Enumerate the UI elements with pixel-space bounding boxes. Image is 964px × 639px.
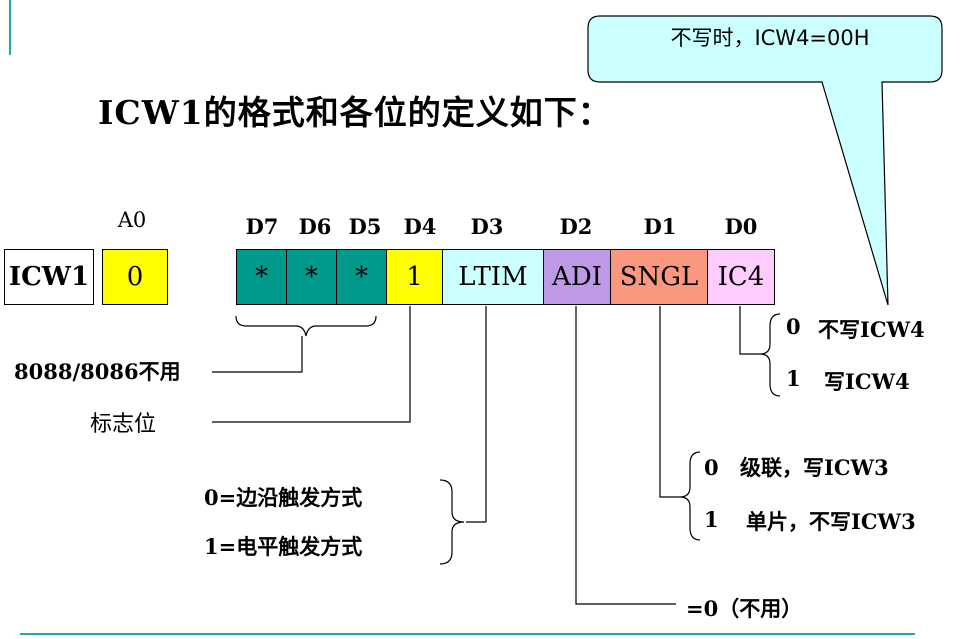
register-name-box: ICW1 [4,249,94,305]
note-sngl-0-text: 级联，写ICW3 [740,455,889,480]
note-sngl-0-bit: 0 [704,455,719,480]
callout-bubble [587,15,943,306]
bit-cell-d1: SNGL [610,249,708,305]
bit-value-d0: IC4 [717,262,765,292]
bit-header-d3: D3 [470,214,504,239]
bit-value-d1: SNGL [619,262,699,292]
bit-header-d2: D2 [559,214,593,239]
ic4-leader [739,306,760,355]
adi-leader [575,306,676,605]
ic4-brace [759,313,781,397]
note-ic4-1-text: 写ICW4 [824,369,910,394]
bit-header-d0: D0 [724,214,758,239]
bit-cell-d2: ADI [543,249,611,305]
bit-value-d3: LTIM [458,262,528,292]
bit-value-d4: 1 [406,262,423,292]
bit-header-d4: D4 [403,214,437,239]
note-d4: 标志位 [90,412,157,437]
ltim-brace [439,479,465,565]
page-title: ICW1的格式和各位的定义如下： [98,93,612,132]
note-ic4-0-bit: 0 [786,314,801,339]
note-ltim-0: 0=边沿触发方式 [204,485,363,510]
register-name: ICW1 [8,262,90,292]
callout-text: 不写时，ICW4=00H [600,22,940,52]
bit-cell-d0: IC4 [707,249,775,305]
bit-cell-d3: LTIM [442,249,544,305]
note-ic4-1-bit: 1 [786,366,801,391]
d7-d5-leader [212,336,303,373]
bit-cell-d5: * [336,249,387,305]
bit-value-d7: * [255,262,268,292]
note-sngl-1-text: 单片，不写ICW3 [746,509,916,534]
a0-value-box: 0 [102,249,168,305]
d4-leader [212,306,411,423]
a0-value: 0 [126,262,144,292]
note-ltim-1: 1=电平触发方式 [204,534,363,559]
note-sngl-1-bit: 1 [704,507,719,532]
note-ic4-0-text: 不写ICW4 [818,317,925,342]
a0-label: A0 [117,208,147,232]
sngl-leader [659,306,680,498]
bit-header-d1: D1 [643,214,677,239]
bit-value-d6: * [305,262,318,292]
bit-header-d5: D5 [348,214,382,239]
sngl-brace [679,451,701,541]
bit-cell-d4: 1 [386,249,443,305]
bit-cell-d7: * [236,249,287,305]
bit-header-d7: D7 [245,214,279,239]
bit-header-d6: D6 [298,214,332,239]
bit-value-d5: * [355,262,368,292]
d7-d5-brace [235,315,377,337]
callout-label: 不写时，ICW4=00H [670,26,870,50]
note-d7-d5: 8088/8086不用 [14,359,181,384]
note-adi: =0（不用） [686,596,803,621]
bit-cell-d6: * [286,249,337,305]
bit-value-d2: ADI [552,262,602,292]
